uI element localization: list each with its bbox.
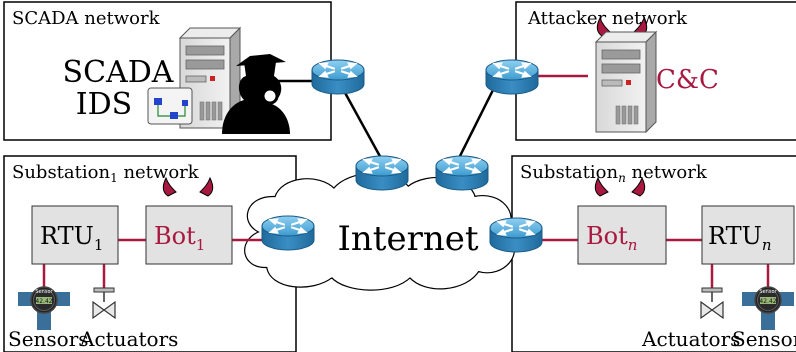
actuator-left-icon <box>92 287 116 319</box>
svg-text:42.42: 42.42 <box>35 298 52 305</box>
spy-icon <box>222 54 290 134</box>
router-attacker <box>484 58 540 96</box>
internet-label: Internet <box>337 219 478 259</box>
scada-network-title: SCADA network <box>12 8 161 29</box>
attacker-network-title: Attacker network <box>527 8 688 29</box>
sensor-left-icon: Sensor 42.42 <box>17 286 71 331</box>
sensors-right-label: Sensors <box>732 327 796 351</box>
svg-text:Sensor: Sensor <box>35 289 53 295</box>
actuators-left-label: Actuators <box>79 327 178 351</box>
internet-cloud <box>244 172 515 291</box>
actuators-right-label: Actuators <box>641 327 740 351</box>
ids-workflow-icon <box>147 87 193 125</box>
links <box>42 74 770 290</box>
router-substation1 <box>260 214 316 252</box>
rtun-label: RTUn <box>708 222 772 254</box>
sensor-right-icon: Sensor 42.42 <box>741 286 795 331</box>
router-scada <box>310 58 366 96</box>
router-substationn <box>488 216 544 254</box>
substation1-network-title: Substation1 network <box>12 162 200 185</box>
bot1-box <box>145 205 233 265</box>
cc-label: C&C <box>656 65 719 95</box>
botn-box <box>577 205 667 265</box>
router-internet-left <box>354 154 410 192</box>
actuator-right-icon <box>700 287 724 319</box>
botn-label: Botn <box>586 222 637 254</box>
svg-text:42.42: 42.42 <box>759 298 776 305</box>
sensors-left-label: Sensors <box>8 327 89 351</box>
rtu1-label: RTU1 <box>40 222 103 254</box>
router-internet-right <box>434 154 490 192</box>
rtu1-box <box>31 205 119 265</box>
rtun-box <box>701 205 795 265</box>
svg-text:Sensor: Sensor <box>759 289 777 295</box>
scada-label: SCADA <box>63 55 174 90</box>
ids-label: IDS <box>76 87 132 122</box>
substationn-network-title: Substationn network <box>520 162 708 185</box>
bot1-label: Bot1 <box>154 222 205 254</box>
cc-server <box>595 31 657 133</box>
